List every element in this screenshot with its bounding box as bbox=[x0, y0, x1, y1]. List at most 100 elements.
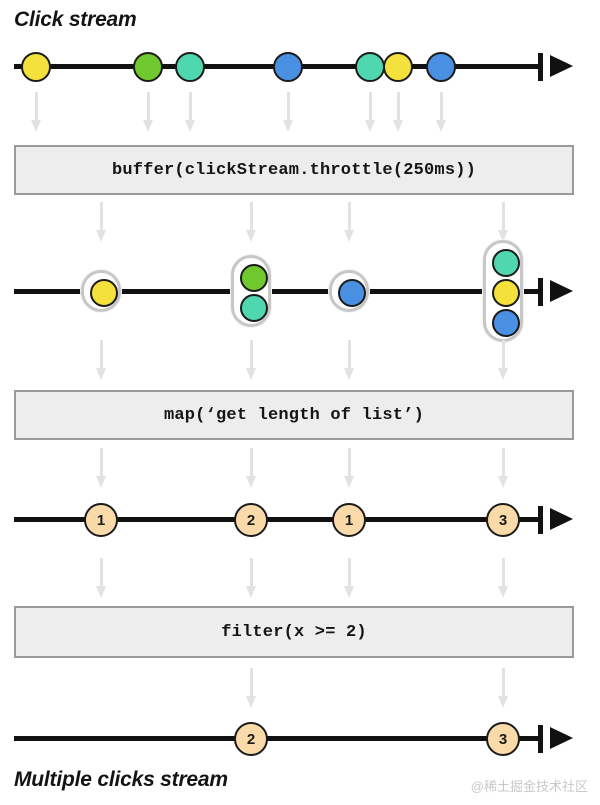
connector-arrow bbox=[343, 340, 355, 380]
click-event-dot bbox=[383, 52, 413, 82]
multiple-clicks-stream-label: Multiple clicks stream bbox=[14, 768, 228, 791]
buffered-group bbox=[483, 240, 523, 342]
connector-shaft bbox=[34, 92, 38, 120]
buffered-stream-timeline bbox=[14, 272, 574, 312]
connector-arrow-icon bbox=[245, 696, 256, 708]
connector-arrow-icon bbox=[343, 476, 354, 488]
connector-arrow-icon bbox=[95, 368, 106, 380]
connector-arrow-icon bbox=[30, 120, 41, 132]
connector-arrow-icon bbox=[497, 696, 508, 708]
connector-arrow bbox=[343, 202, 355, 242]
click-stream-label: Click stream bbox=[14, 8, 137, 31]
connector-shaft bbox=[146, 92, 150, 120]
operator-label-filter: filter(x >= 2) bbox=[221, 622, 367, 642]
connector-arrow-icon bbox=[364, 120, 375, 132]
connector-shaft bbox=[347, 340, 351, 368]
connector-arrow bbox=[497, 340, 509, 380]
connector-shaft bbox=[396, 92, 400, 120]
connector-arrow bbox=[435, 92, 447, 132]
connector-arrow-icon bbox=[95, 476, 106, 488]
connector-shaft bbox=[286, 92, 290, 120]
timeline-complete-bar bbox=[538, 278, 543, 306]
connector-shaft bbox=[347, 448, 351, 476]
connector-arrow bbox=[364, 92, 376, 132]
connector-arrow bbox=[95, 340, 107, 380]
buffered-group bbox=[231, 255, 271, 327]
connector-shaft bbox=[99, 448, 103, 476]
connector-arrow-icon bbox=[142, 120, 153, 132]
count-event-dot: 1 bbox=[84, 503, 118, 537]
connector-shaft bbox=[501, 668, 505, 696]
connector-arrow bbox=[497, 558, 509, 598]
operator-label-buffer: buffer(clickStream.throttle(250ms)) bbox=[111, 160, 477, 180]
connector-arrow bbox=[392, 92, 404, 132]
click-event-dot bbox=[21, 52, 51, 82]
click-event-dot bbox=[355, 52, 385, 82]
connector-arrow-icon bbox=[497, 476, 508, 488]
operator-box-map[interactable]: map(‘get length of list’) bbox=[14, 390, 574, 440]
connector-arrow bbox=[95, 558, 107, 598]
connector-arrow-icon bbox=[497, 586, 508, 598]
connector-shaft bbox=[368, 92, 372, 120]
timeline-axis bbox=[14, 736, 542, 741]
timeline-arrow-icon bbox=[550, 55, 573, 77]
connector-arrow bbox=[245, 448, 257, 488]
connector-shaft bbox=[501, 448, 505, 476]
click-event-dot bbox=[426, 52, 456, 82]
connector-arrow-icon bbox=[95, 230, 106, 242]
click-event-dot bbox=[133, 52, 163, 82]
operator-box-filter[interactable]: filter(x >= 2) bbox=[14, 606, 574, 658]
connector-shaft bbox=[249, 202, 253, 230]
count-event-dot: 3 bbox=[486, 722, 520, 756]
connector-shaft bbox=[347, 558, 351, 586]
connector-arrow bbox=[142, 92, 154, 132]
connector-arrow-icon bbox=[497, 368, 508, 380]
operator-box-buffer[interactable]: buffer(clickStream.throttle(250ms)) bbox=[14, 145, 574, 195]
connector-arrow-icon bbox=[392, 120, 403, 132]
buffered-event-dot bbox=[240, 294, 268, 322]
connector-arrow-icon bbox=[95, 586, 106, 598]
connector-arrow bbox=[184, 92, 196, 132]
connector-arrow-icon bbox=[282, 120, 293, 132]
connector-arrow bbox=[245, 202, 257, 242]
timeline-axis bbox=[14, 289, 542, 294]
connector-arrow bbox=[497, 448, 509, 488]
connector-shaft bbox=[99, 558, 103, 586]
buffered-event-dot bbox=[492, 249, 520, 277]
connector-shaft bbox=[249, 448, 253, 476]
operator-label-map: map(‘get length of list’) bbox=[163, 405, 425, 425]
timeline-arrow-icon bbox=[550, 508, 573, 530]
connector-shaft bbox=[249, 340, 253, 368]
connector-arrow bbox=[497, 202, 509, 242]
connector-arrow bbox=[343, 448, 355, 488]
click-event-dot bbox=[273, 52, 303, 82]
connector-arrow-icon bbox=[245, 230, 256, 242]
connector-arrow-icon bbox=[245, 368, 256, 380]
connector-shaft bbox=[188, 92, 192, 120]
buffered-group bbox=[329, 270, 369, 312]
connector-arrow bbox=[245, 340, 257, 380]
timeline-axis bbox=[14, 517, 542, 522]
connector-shaft bbox=[501, 340, 505, 368]
connector-arrow bbox=[343, 558, 355, 598]
buffered-event-dot bbox=[90, 279, 118, 307]
count-event-dot: 2 bbox=[234, 503, 268, 537]
connector-shaft bbox=[249, 558, 253, 586]
connector-shaft bbox=[249, 668, 253, 696]
connector-shaft bbox=[99, 340, 103, 368]
connector-arrow bbox=[282, 92, 294, 132]
click-stream-timeline bbox=[14, 47, 574, 87]
timeline-arrow-icon bbox=[550, 727, 573, 749]
timeline-complete-bar bbox=[538, 506, 543, 534]
connector-shaft bbox=[501, 202, 505, 230]
buffered-group bbox=[81, 270, 121, 312]
count-event-dot: 2 bbox=[234, 722, 268, 756]
connector-arrow bbox=[30, 92, 42, 132]
buffered-event-dot bbox=[492, 279, 520, 307]
buffered-event-dot bbox=[338, 279, 366, 307]
connector-shaft bbox=[99, 202, 103, 230]
connector-arrow-icon bbox=[343, 230, 354, 242]
